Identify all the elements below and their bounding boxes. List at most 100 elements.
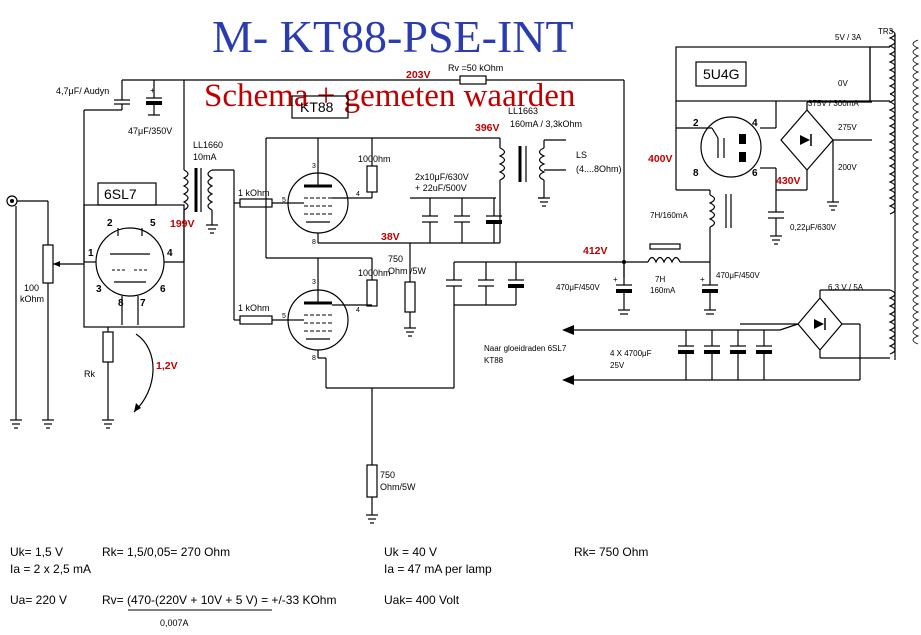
cap-4700uf-bank: 4 X 4700μF 25V	[610, 330, 772, 380]
ls-label: LS	[576, 150, 587, 160]
kt88l-pin4: 4	[356, 307, 360, 314]
tube-6sl7: 6SL7 2 5 1 4 3 6 8 7	[83, 182, 185, 328]
cap-bank-lower	[446, 261, 624, 388]
caps-4700-label: 4 X 4700μF	[610, 349, 652, 358]
choke-7h-horizontal: 7H 160mA	[624, 243, 710, 295]
output-transformer-ll1663: LL1663 160mA / 3,3kOhm LS (4....8Ohm)	[498, 106, 622, 243]
formula-rv: Rv= (470-(220V + 10V + 5 V) = +/-33 KOhm	[102, 593, 336, 607]
kt88l-pin3: 3	[312, 279, 316, 286]
tube-kt88-box	[291, 95, 349, 119]
power-transformer-tr3: TR3 5V / 3A 0V 375V / 300mA 275V 200V 6,…	[808, 27, 920, 360]
ls-impedance: (4....8Ohm)	[576, 164, 622, 174]
kt88u-pin4: 4	[356, 191, 360, 198]
formula-rk2: Rk= 750 Ohm	[574, 545, 648, 559]
6sl7-pin3: 3	[96, 284, 102, 295]
sec-200v-label: 200V	[838, 163, 857, 172]
sec-6v3-label: 6,3 V / 5A	[828, 283, 864, 292]
formula-rv-denominator: 0,007A	[160, 618, 189, 628]
kt88u-pin3: 3	[312, 163, 316, 170]
formula-uak: Uak= 400 Volt	[384, 593, 460, 607]
bridge-rectifier-upper	[776, 101, 872, 211]
volume-potentiometer: 100 kOhm	[20, 201, 84, 429]
transformer-ll1660: LL1660 10mA	[182, 80, 234, 234]
ll1663-label: LL1663	[508, 106, 538, 116]
tube-kt88-label: KT88	[300, 99, 334, 115]
sec-375v-label: 375V / 300mA	[808, 99, 859, 108]
rk-label: Rk	[84, 369, 95, 379]
diagram-title: M- KT88-PSE-INT	[212, 11, 574, 62]
r750-mid-label2: Ohm /5W	[388, 266, 427, 276]
r750-bottom-label2: Ohm/5W	[380, 482, 416, 492]
cap470l-plus: +	[613, 275, 618, 284]
choke-7h-vertical: 7H/160mA	[650, 189, 732, 278]
kt88u-pin8: 8	[312, 239, 316, 246]
voltage-199v: 199V	[170, 218, 195, 230]
choke2-label-b: 160mA	[650, 286, 676, 295]
5u4g-pin4: 4	[752, 118, 758, 129]
cap-0-22uf: 0,22μF/630V	[768, 190, 837, 245]
formula-ia2: Ia = 47 mA per lamp	[384, 562, 492, 576]
voltage-203v: 203V	[406, 69, 431, 81]
kt88u-pin5: 5	[282, 197, 286, 204]
kt88-upper: 3 5 4 8 1000hm	[282, 138, 391, 246]
rv-label: Rv =50 kOhm	[448, 63, 503, 73]
rectifier-5u4g: 5U4G 2 4 8 6	[675, 46, 871, 190]
coupling-capacitor: 4,7μF/ Audyn	[56, 80, 130, 262]
filter-capacitor-47uf: + 47μF/350V	[128, 80, 172, 136]
choke2-label-a: 7H	[655, 275, 665, 284]
kt88l-pin5: 5	[282, 313, 286, 320]
cap-470-right-label: 470μF/450V	[716, 271, 760, 280]
5u4g-pin6: 6	[752, 168, 758, 179]
ll1663-spec: 160mA / 3,3kOhm	[510, 119, 582, 129]
r750-mid-label: 750	[388, 254, 403, 264]
grid-resistor-2-label: 1 kOhm	[238, 303, 270, 313]
calculation-notes: Uk= 1,5 V Ia = 2 x 2,5 mA Rk= 1,5/0,05= …	[10, 545, 648, 628]
kt88-lower: 3 5 4 8 1000hm	[282, 258, 391, 362]
cap470r-plus: +	[700, 275, 705, 284]
voltage-412v: 412V	[583, 245, 608, 257]
5u4g-pin8: 8	[693, 168, 699, 179]
heater-label-2: KT88	[484, 356, 504, 365]
sec-0v-label: 0V	[838, 79, 848, 88]
cap-470uf-right: + 470μF/450V	[700, 271, 760, 315]
grid-resistor-1-label: 1 kOhm	[238, 188, 270, 198]
voltage-430v: 430V	[776, 175, 801, 187]
resistor-750-middle: 750 Ohm /5W	[388, 243, 427, 337]
6sl7-pin4: 4	[167, 248, 173, 259]
cap-bank-label2: + 22uF/500V	[415, 183, 467, 193]
sec-5v-label: 5V / 3A	[835, 33, 862, 42]
tube-5u4g-label: 5U4G	[703, 66, 740, 82]
5u4g-pin2: 2	[693, 118, 699, 129]
formula-rk1: Rk= 1,5/0,05= 270 Ohm	[102, 545, 230, 559]
voltage-1-2v: 1,2V	[156, 360, 178, 372]
6sl7-pin8: 8	[118, 298, 124, 309]
cap-470uf-left: + 470μF/450V	[556, 262, 632, 315]
tr3-label: TR3	[878, 27, 894, 36]
6sl7-pin5: 5	[150, 218, 156, 229]
grid-resistor-2	[239, 315, 273, 325]
cathode-resistor-750-bottom	[366, 464, 378, 498]
cap-022-label: 0,22μF/630V	[790, 223, 837, 232]
cathode-resistor-rk: Rk	[84, 327, 114, 429]
6sl7-pin1: 1	[88, 248, 94, 259]
r750-bottom-label: 750	[380, 470, 395, 480]
sec-275v-label: 275V	[838, 123, 857, 132]
cap-plus: +	[150, 86, 155, 95]
voltage-396v: 396V	[475, 122, 500, 134]
voltage-38v: 38V	[381, 231, 400, 243]
6sl7-pin7: 7	[140, 298, 146, 309]
choke1-label: 7H/160mA	[650, 211, 688, 220]
formula-uk2: Uk = 40 V	[384, 545, 437, 559]
ll1660-current: 10mA	[193, 152, 217, 162]
input-jack	[6, 195, 48, 429]
6sl7-pin6: 6	[160, 284, 166, 295]
6sl7-pin2: 2	[107, 218, 113, 229]
screen-resistor-upper: 1000hm	[358, 154, 391, 164]
caps-25v-label: 25V	[610, 361, 625, 370]
pot-value: 100	[24, 283, 39, 293]
measure-arrow	[133, 333, 154, 413]
cap-filter-label: 47μF/350V	[128, 126, 172, 136]
cathode-cap-bank-upper: 2x10μF/630V + 22uF/500V	[410, 172, 502, 243]
voltage-400v: 400V	[648, 153, 673, 165]
